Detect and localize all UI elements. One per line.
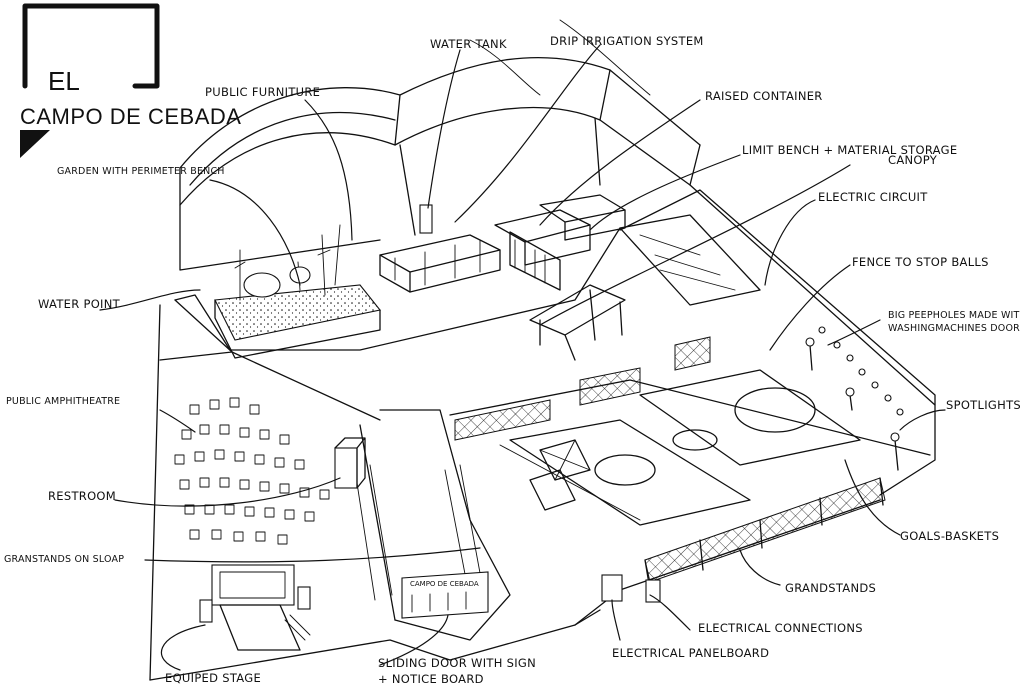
sliding-door: CAMPO DE CEBADA [401, 571, 489, 619]
label-amphitheatre: PUBLIC AMPHITHEATRE [6, 396, 120, 407]
logo-line-1: EL [48, 66, 80, 96]
logo-triangle [20, 130, 50, 158]
label-sliding-door-line-1: SLIDING DOOR WITH SIGN [378, 656, 536, 670]
garden-with-bench [214, 224, 381, 359]
label-peepholes-line-2: WASHINGMACHINES DOORS [888, 323, 1020, 334]
label-garden: GARDEN WITH PERIMETER BENCH [57, 166, 225, 177]
restroom [334, 437, 366, 489]
label-raised-container: RAISED CONTAINER [705, 89, 823, 103]
leader-lines [99, 44, 946, 671]
label-grandstands: GRANDSTANDS [785, 581, 876, 595]
label-water-point: WATER POINT [38, 297, 121, 311]
label-peepholes-line-1: BIG PEEPHOLES MADE WITH [888, 310, 1020, 321]
label-electric-circuit: ELECTRIC CIRCUIT [818, 190, 928, 204]
label-equiped-stage: EQUIPED STAGE [165, 671, 261, 685]
site-ground [149, 227, 931, 681]
fences [454, 336, 886, 591]
spotlights [805, 337, 900, 471]
label-spotlights: SPOTLIGHTS [946, 398, 1020, 412]
label-goals-baskets: GOALS-BASKETS [900, 529, 999, 543]
equipped-stage [199, 564, 311, 651]
amphitheatre-seating [174, 397, 486, 601]
logo: EL CAMPO DE CEBADA [20, 3, 241, 158]
label-restroom: RESTROOM [48, 489, 116, 503]
label-limit-bench: LIMIT BENCH + MATERIAL STORAGE [742, 143, 957, 157]
canopy [529, 214, 761, 361]
label-fence: FENCE TO STOP BALLS [852, 255, 989, 269]
background-buildings [179, 19, 936, 496]
label-electrical-connections: ELECTRICAL CONNECTIONS [698, 621, 863, 635]
peepholes [818, 326, 904, 416]
label-public-furniture: PUBLIC FURNITURE [205, 85, 320, 99]
label-water-tank: WATER TANK [430, 37, 507, 51]
label-electrical-panelboard: ELECTRICAL PANELBOARD [612, 646, 769, 660]
logo-line-2: CAMPO DE CEBADA [20, 104, 241, 129]
raised-container [509, 231, 561, 291]
labels: WATER TANK DRIP IRRIGATION SYSTEM PUBLIC… [4, 34, 1020, 686]
raised-containers [379, 194, 626, 293]
label-sliding-door-line-2: + NOTICE BOARD [378, 672, 484, 686]
label-drip-irrigation: DRIP IRRIGATION SYSTEM [550, 34, 704, 48]
door-sign-text: CAMPO DE CEBADA [410, 580, 479, 588]
label-grandstands-slope: GRANSTANDS ON SLOAP [4, 554, 124, 565]
label-canopy: CANOPY [888, 153, 938, 167]
electrical-panelboard [601, 574, 661, 603]
sports-court [499, 369, 861, 526]
logo-frame [22, 3, 160, 89]
